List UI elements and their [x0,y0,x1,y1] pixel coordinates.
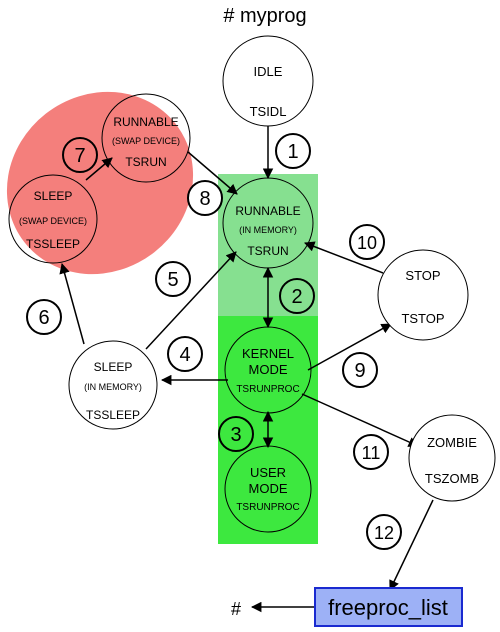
transition-label-11: 11 [353,434,389,470]
freeproc-list-box: freeproc_list [314,587,463,627]
state-kernel-name1: KERNEL [242,346,294,361]
transition-label-9: 9 [342,352,378,388]
arrow-sleep-mem-to-runnable [145,251,237,350]
svg-text:10: 10 [357,233,377,253]
svg-text:2: 2 [291,286,302,308]
arrow-kernel-to-stop [307,323,392,371]
svg-text:4: 4 [179,344,190,366]
state-stop: STOP TSTOP [377,249,469,341]
transition-label-10: 10 [349,224,385,260]
svg-text:3: 3 [230,424,241,446]
transition-label-6: 6 [26,299,62,335]
transition-label-8: 8 [187,180,223,216]
transition-arrows [59,112,434,613]
transition-label-3: 3 [218,416,254,452]
state-sleep-swap: SLEEP (SWAP DEVICE) TSSLEEP [8,174,98,264]
state-sleep-memory-code: TSSLEEP [86,408,140,422]
state-idle: IDLE TSIDL [222,35,314,127]
svg-text:1: 1 [287,141,298,163]
svg-text:11: 11 [362,443,381,463]
state-kernel-name2: MODE [249,362,288,377]
state-idle-name: IDLE [254,64,283,79]
arrow-zombie-to-freeproc [389,499,434,591]
arrow-sleep-swap-to-runnable-swap [85,157,113,181]
state-runnable-swap: RUNNABLE (SWAP DEVICE) TSRUN [101,93,191,183]
arrow-stop-to-runnable [304,241,384,274]
state-user-name2: MODE [249,481,288,496]
state-idle-code: TSIDL [250,104,287,119]
svg-text:8: 8 [199,188,210,210]
transition-number-labels: 1 2 3 4 5 6 7 8 9 10 11 12 [26,133,402,550]
end-symbol: # [231,599,241,619]
state-sleep-swap-code: TSSLEEP [26,237,80,251]
state-runnable-swap-name: RUNNABLE [113,115,178,129]
transition-label-12: 12 [366,514,402,550]
state-sleep-swap-sub: (SWAP DEVICE) [19,216,87,226]
diagram-title: # myprog [223,5,306,27]
transition-label-1: 1 [275,133,311,169]
state-zombie-name: ZOMBIE [427,435,477,450]
arrow-kernel-to-zombie [301,393,419,447]
transition-label-7: 7 [62,137,98,173]
svg-text:9: 9 [354,360,365,382]
arrow-sleep-mem-to-sleep-swap [59,262,85,345]
freeproc-list-label: freeproc_list [328,595,448,620]
svg-text:5: 5 [167,269,178,291]
svg-text:6: 6 [38,307,49,329]
state-kernel-code: TSRUNPROC [236,384,299,395]
state-user-mode: USER MODE TSRUNPROC [224,445,312,533]
state-runnable-swap-code: TSRUN [125,155,166,169]
state-sleep-memory: SLEEP (IN MEMORY) TSSLEEP [68,340,158,430]
state-runnable-swap-sub: (SWAP DEVICE) [112,136,180,146]
state-zombie: ZOMBIE TSZOMB [408,414,496,502]
state-runnable-memory-sub: (IN MEMORY) [239,225,297,235]
swap-region [6,91,194,275]
state-sleep-swap-name: SLEEP [34,189,73,203]
svg-text:12: 12 [374,523,394,543]
state-runnable-memory-code: TSRUN [247,244,288,258]
transition-label-2: 2 [279,278,315,314]
state-zombie-code: TSZOMB [425,471,479,486]
transition-label-5: 5 [155,261,191,297]
state-runnable-memory: RUNNABLE (IN MEMORY) TSRUN [222,177,314,269]
svg-text:7: 7 [74,145,85,167]
state-kernel-mode: KERNEL MODE TSRUNPROC [224,326,312,414]
state-runnable-memory-name: RUNNABLE [235,204,300,218]
state-sleep-memory-sub: (IN MEMORY) [84,382,142,392]
transition-label-4: 4 [167,336,203,372]
state-sleep-memory-name: SLEEP [94,360,133,374]
state-stop-name: STOP [405,268,440,283]
state-user-code: TSRUNPROC [236,502,299,513]
arrow-runnable-swap-to-runnable-mem [187,151,238,195]
state-user-name1: USER [250,465,286,480]
state-stop-code: TSTOP [401,311,444,326]
